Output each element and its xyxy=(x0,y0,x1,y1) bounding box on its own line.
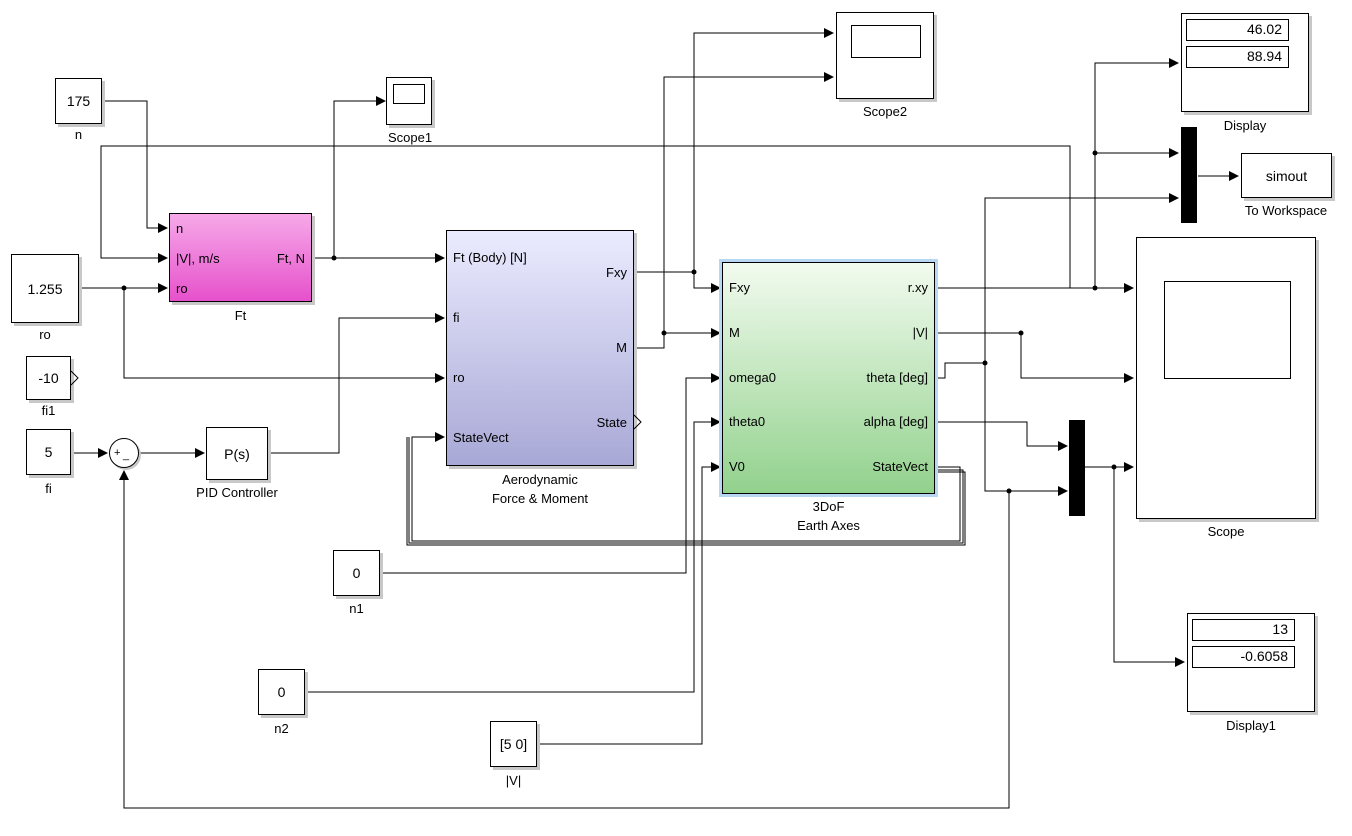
ft-subsystem-block[interactable]: n |V|, m/s ro Ft, N xyxy=(169,213,312,302)
aero-in-port-ft: Ft (Body) [N] xyxy=(453,250,527,265)
scope2-screen xyxy=(851,25,921,58)
mux-2-block[interactable] xyxy=(1069,420,1085,516)
sum-minus-sign: _ xyxy=(123,449,130,461)
scope1-block[interactable] xyxy=(386,77,432,125)
aero-in-port-ro: ro xyxy=(453,370,465,385)
constant-fi1-value: -10 xyxy=(38,370,59,386)
aero-out-port-fxy: Fxy xyxy=(606,265,627,280)
display-value-2: 88.94 xyxy=(1186,46,1289,68)
constant-n-value: 175 xyxy=(66,93,91,109)
aero-in-port-statevect: StateVect xyxy=(453,430,509,445)
constant-n1-block[interactable]: 0 xyxy=(333,550,380,596)
aero-state-port-icon xyxy=(633,414,642,430)
to-workspace-label: To Workspace xyxy=(1244,203,1328,218)
aero-out-port-state: State xyxy=(596,415,627,430)
constant-n2-block[interactable]: 0 xyxy=(258,669,305,715)
aero-label-line2: Force & Moment xyxy=(491,491,589,506)
dof-in-port-omega0: omega0 xyxy=(729,370,776,385)
constant-v-value: [5 0] xyxy=(499,736,528,752)
dof-label-line1: 3DoF xyxy=(812,499,845,514)
scope-screen xyxy=(1164,281,1291,379)
to-workspace-value: simout xyxy=(1265,167,1308,184)
constant-v-block[interactable]: [5 0] xyxy=(490,721,537,767)
ft-in-port-ro: ro xyxy=(176,281,188,296)
dof-label-line2: Earth Axes xyxy=(797,518,860,533)
dof-out-port-theta: theta [deg] xyxy=(866,370,928,385)
mux-1-block[interactable] xyxy=(1181,127,1197,223)
constant-ro-block[interactable]: 1.255 xyxy=(11,254,79,323)
constant-n2-value: 0 xyxy=(277,684,286,700)
scope1-label: Scope1 xyxy=(387,130,433,145)
constant-n-label: n xyxy=(74,127,83,142)
display-label: Display xyxy=(1223,118,1267,133)
aero-label-line1: Aerodynamic xyxy=(502,472,578,487)
dof-in-port-fxy: Fxy xyxy=(729,280,750,295)
display-block[interactable]: 46.02 88.94 xyxy=(1181,13,1309,112)
dof-out-port-statevect: StateVect xyxy=(872,459,928,474)
sum-plus-sign: + xyxy=(114,447,121,459)
dof-in-port-v0: V0 xyxy=(729,459,745,474)
constant-fi-value: 5 xyxy=(44,444,53,460)
3dof-earth-axes-block[interactable]: Fxy M omega0 theta0 V0 r.xy |V| theta [d… xyxy=(719,259,938,497)
scope2-label: Scope2 xyxy=(862,104,908,119)
dof-out-port-alpha: alpha [deg] xyxy=(863,414,928,429)
dof-out-port-v: |V| xyxy=(912,325,928,340)
ft-in-port-n: n xyxy=(176,221,184,236)
constant-fi-label: fi xyxy=(45,481,52,496)
constant-fi1-label: fi1 xyxy=(41,403,56,418)
pid-controller-label: PID Controller xyxy=(196,485,278,500)
scope-block[interactable] xyxy=(1136,237,1316,519)
ft-subsystem-label: Ft xyxy=(234,308,247,323)
display1-value-1: 13 xyxy=(1192,619,1295,641)
constant-fi-block[interactable]: 5 xyxy=(26,429,71,475)
display1-value-2: -0.6058 xyxy=(1192,646,1295,668)
constant-n-block[interactable]: 175 xyxy=(55,78,102,124)
constant-fi1-block[interactable]: -10 xyxy=(26,356,71,400)
constant-n1-value: 0 xyxy=(352,565,361,581)
aero-in-port-fi: fi xyxy=(453,310,460,325)
dof-in-port-m: M xyxy=(729,325,740,340)
ft-in-port-v: |V|, m/s xyxy=(176,251,220,266)
dof-in-port-theta0: theta0 xyxy=(729,414,766,429)
constant-v-label: |V| xyxy=(505,773,522,788)
constant-n1-label: n1 xyxy=(349,601,364,616)
scope-label: Scope xyxy=(1207,524,1245,539)
pid-controller-block[interactable]: P(s) xyxy=(206,427,268,480)
sum-block[interactable]: + _ xyxy=(109,438,139,468)
constant-ro-value: 1.255 xyxy=(27,280,63,297)
scope2-block[interactable] xyxy=(836,12,934,99)
display-value-1: 46.02 xyxy=(1186,19,1289,41)
display1-block[interactable]: 13 -0.6058 xyxy=(1187,613,1315,712)
aerodynamic-force-moment-block[interactable]: Ft (Body) [N] fi ro StateVect Fxy M Stat… xyxy=(446,230,634,466)
display1-label: Display1 xyxy=(1226,718,1276,733)
ft-out-port: Ft, N xyxy=(276,251,305,266)
constant-n2-label: n2 xyxy=(274,721,289,736)
scope1-screen xyxy=(393,84,425,104)
to-workspace-block[interactable]: simout xyxy=(1241,153,1332,198)
fi1-output-port-icon xyxy=(70,370,79,386)
aero-out-port-m: M xyxy=(616,340,627,355)
pid-controller-value: P(s) xyxy=(224,445,250,462)
constant-ro-label: ro xyxy=(39,327,51,342)
dof-out-port-rxy: r.xy xyxy=(907,280,928,295)
